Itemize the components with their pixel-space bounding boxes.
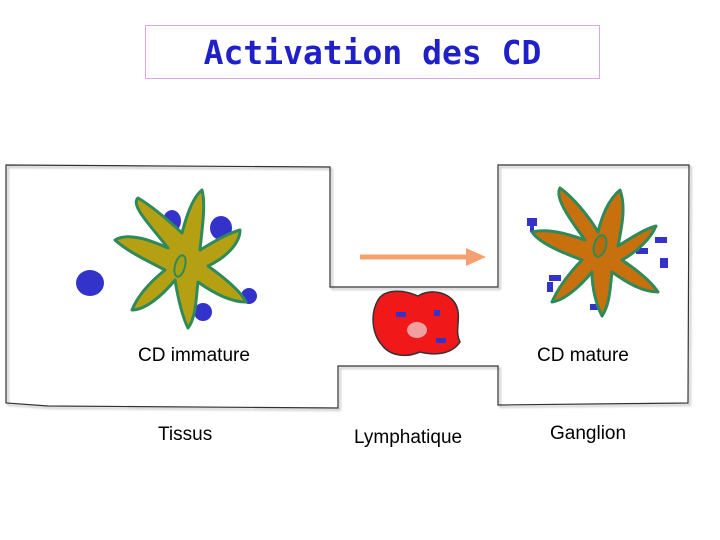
mature-dendritic-cell-icon xyxy=(530,186,660,318)
diagram-title: Activation des CD xyxy=(203,32,542,72)
label-lymphatique: Lymphatique xyxy=(354,427,463,448)
title-box: Activation des CD xyxy=(145,25,600,79)
label-tissus: Tissus xyxy=(158,424,213,445)
label-cd-immature: CD immature xyxy=(138,345,250,366)
compartment-outline xyxy=(5,164,690,409)
lymph-cell-icon xyxy=(372,290,461,357)
label-cd-mature: CD mature xyxy=(537,345,629,366)
immature-dendritic-cell-icon xyxy=(113,188,248,330)
label-ganglion: Ganglion xyxy=(550,423,627,444)
arrow-right-icon xyxy=(360,248,486,266)
